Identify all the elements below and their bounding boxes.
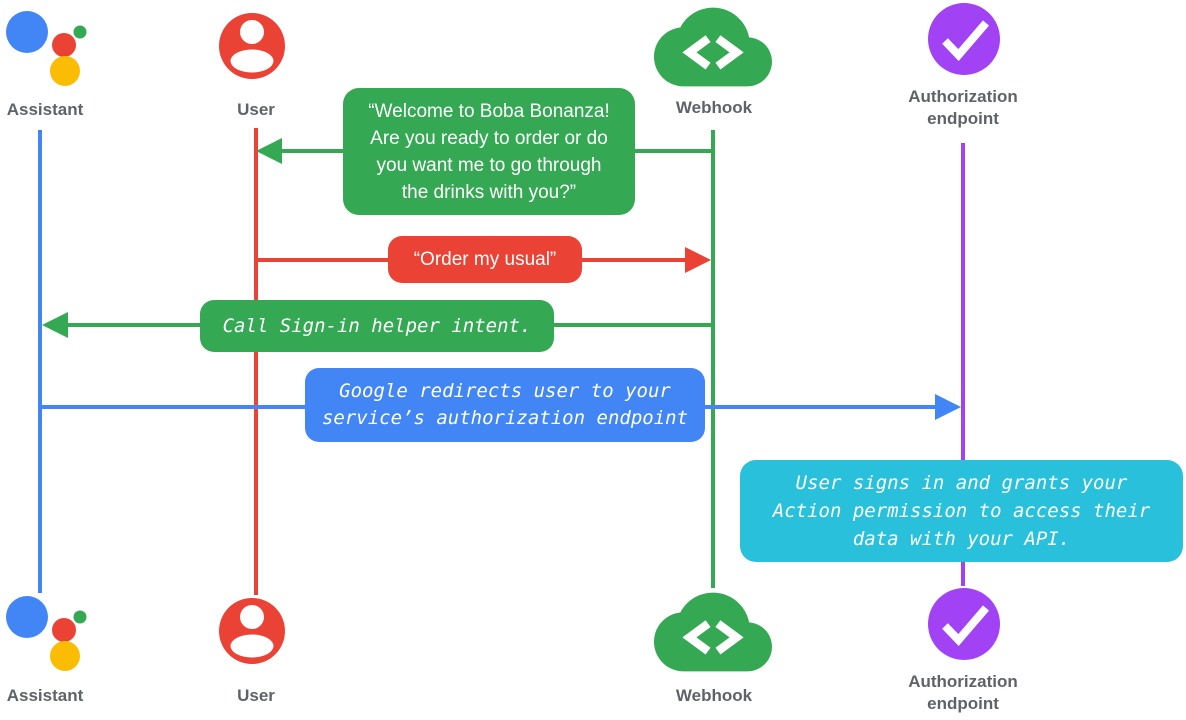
authorization-lifeline — [961, 143, 965, 586]
message-call-signin: Call Sign-in helper intent. — [200, 300, 554, 352]
user-label: User — [237, 686, 275, 705]
assistant-label: Assistant — [6, 100, 84, 119]
authorization-check-circle-icon — [928, 588, 1000, 660]
assistant-label: Assistant — [6, 686, 84, 705]
webhook-cloud-code-icon — [654, 7, 772, 87]
order-arrowhead-right-icon — [685, 247, 711, 273]
authorization-endpoint-label: Authorization endpoint — [908, 87, 1018, 128]
user-person-icon — [219, 13, 285, 79]
webhook-label: Webhook — [675, 98, 753, 117]
welcome-arrowhead-left-icon — [256, 138, 282, 164]
message-redirect: Google redirects user to your service’s … — [305, 368, 705, 442]
call-signin-arrowhead-left-icon — [42, 312, 68, 338]
message-welcome: “Welcome to Boba Bonanza! Are you ready … — [343, 88, 635, 215]
message-order: “Order my usual” — [388, 236, 582, 283]
user-label: User — [237, 100, 275, 119]
google-assistant-logo-icon — [6, 596, 87, 671]
authorization-check-circle-icon — [928, 3, 1000, 75]
google-assistant-logo-icon — [6, 11, 87, 86]
webhook-lifeline — [711, 130, 715, 588]
message-signin-grant: User signs in and grants your Action per… — [740, 460, 1183, 562]
user-lifeline — [254, 128, 258, 595]
authorization-endpoint-label: Authorization endpoint — [908, 672, 1018, 713]
assistant-lifeline — [38, 130, 42, 593]
webhook-cloud-code-icon — [654, 592, 772, 672]
user-person-icon — [219, 598, 285, 664]
webhook-label: Webhook — [675, 686, 753, 705]
redirect-arrowhead-right-icon — [935, 394, 961, 420]
